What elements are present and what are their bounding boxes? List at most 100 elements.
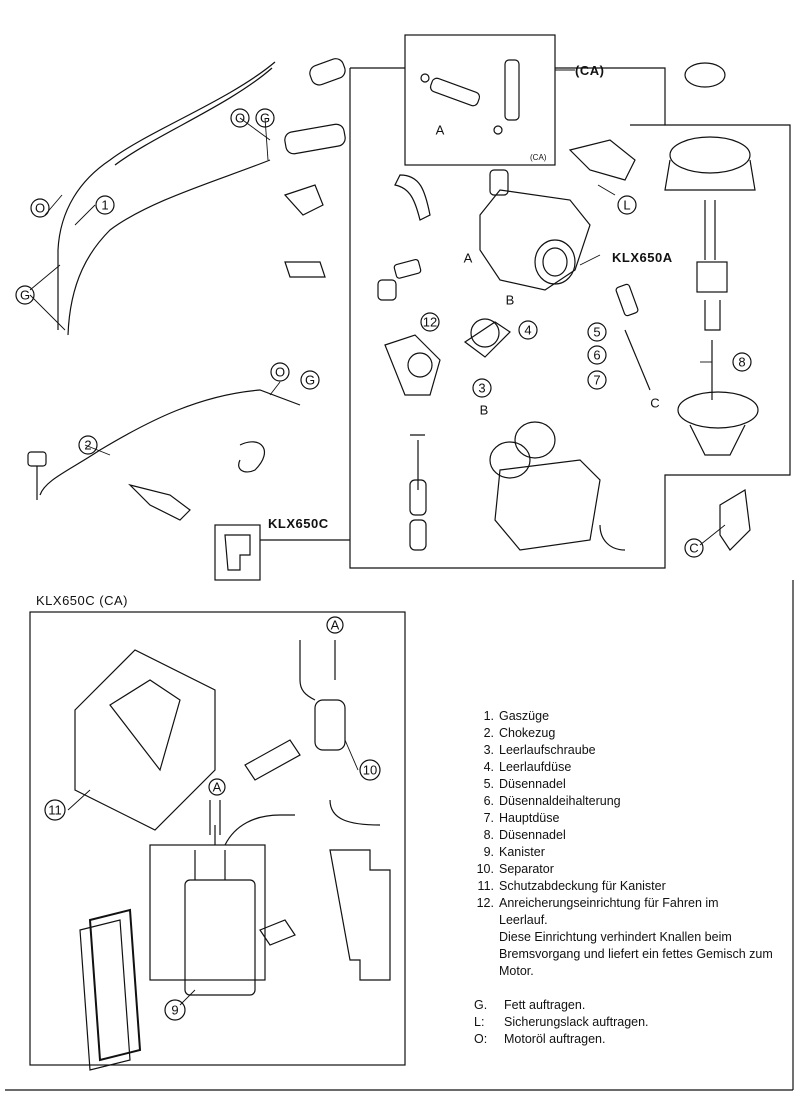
legend-key-letter: O: [474,1032,488,1046]
legend-text: Chokezug [499,726,556,740]
svg-text:A: A [213,780,222,795]
legend-num: 8. [483,828,494,842]
legend-text: Düsennadel [499,828,566,842]
callout-9: 9 [164,999,186,1021]
legend-key-letter: L: [474,1015,485,1029]
callout-12: 12 [420,312,440,332]
legend-num: 12. [476,896,494,910]
legend-key: G. Fett auftragen. [466,997,800,1014]
legend-text: Gaszüge [499,709,550,723]
svg-text:G: G [20,288,30,303]
legend-text: Kanister [499,845,545,859]
callout-G-2: G [255,108,275,128]
svg-text:2: 2 [84,438,91,453]
callout-O-2: O [230,108,250,128]
svg-text:G: G [260,111,270,126]
legend-item: 8. Düsennadel [466,827,800,844]
legend-key-letter: G. [474,998,488,1012]
leader-lines [29,69,726,1006]
legend-num: 10. [476,862,494,876]
callout-O-3: O [270,362,290,382]
legend-num: 3. [483,743,494,757]
callout-5: 5 [587,322,607,342]
svg-text:3: 3 [478,381,485,396]
letter-B: B [506,293,515,308]
svg-text:10: 10 [363,763,377,778]
vacuum-chamber [664,62,759,551]
letter-A-2: A [464,251,473,266]
legend-text: Diese Einrichtung verhindert Knallen bei… [499,930,773,978]
callout-11: 11 [44,799,66,821]
throttle-cables [57,61,276,336]
legend-num: 9. [483,845,494,859]
ca-inset-label: (CA) [575,63,604,78]
legend-text: Separator [499,862,554,876]
throttle-grip [128,58,346,521]
legend-item: 6. Düsennaldeihalterung [466,793,800,810]
svg-text:8: 8 [738,355,745,370]
callout-10: 10 [359,759,381,781]
callout-C: C [684,538,704,558]
choke-cable [27,389,301,500]
callout-O-1: O [30,198,50,218]
svg-text:7: 7 [593,373,600,388]
svg-text:4: 4 [524,323,531,338]
callout-G-3: G [300,370,320,390]
canister-system [74,640,391,1071]
svg-text:9: 9 [171,1003,178,1018]
legend-text: Anreicherungseinrichtung für Fahren im L… [499,896,719,927]
legend-item: 5. Düsennadel [466,776,800,793]
legend-num: 6. [483,794,494,808]
legend-num: 4. [483,760,494,774]
svg-text:6: 6 [593,348,600,363]
legend-num: 5. [483,777,494,791]
callout-7: 7 [587,370,607,390]
svg-text:1: 1 [101,198,108,213]
frame-lines [5,34,794,1091]
letter-C: C [650,396,659,411]
klx650c-ca-section-title: KLX650C (CA) [36,593,128,608]
callout-G-1: G [15,285,35,305]
legend-item: 11.Schutzabdeckung für Kanister [466,878,800,895]
letter-B-2: B [480,403,489,418]
svg-text:O: O [235,111,245,126]
callout-8: 8 [732,352,752,372]
callout-A-2: A [208,778,226,796]
legend-text: Schutzabdeckung für Kanister [499,879,666,893]
callout-1-top: 1 [95,195,115,215]
svg-text:C: C [689,541,698,556]
svg-text:G: G [305,373,315,388]
svg-text:L: L [623,198,630,213]
klx650c-label: KLX650C [268,516,329,531]
callout-L: L [617,195,637,215]
legend-item: 10. Separator [466,861,800,878]
callout-2: 2 [78,435,98,455]
callout-A: A [326,616,344,634]
legend-item: 9. Kanister [466,844,800,861]
legend-key-text: Sicherungslack auftragen. [504,1015,649,1029]
legend-text: Hauptdüse [499,811,560,825]
legend-item: 7. Hauptdüse [466,810,800,827]
legend-num [466,929,499,980]
klx650c-bracket [224,534,251,571]
callout-3: 3 [472,378,492,398]
callout-4: 4 [518,320,538,340]
svg-text:5: 5 [593,325,600,340]
legend-item: 3. Leerlaufschraube [466,742,800,759]
letter-A: A [436,123,445,138]
legend-key: O: Motoröl auftragen. [466,1031,800,1048]
legend-num: 2. [483,726,494,740]
klx650a-label: KLX650A [612,250,673,265]
legend-num: 7. [483,811,494,825]
legend-text: Düsennaldeihalterung [499,794,621,808]
legend-item: 12. Anreicherungseinrichtung für Fahren i… [466,895,800,929]
legend-key-text: Fett auftragen. [504,998,586,1012]
svg-text:O: O [35,201,45,216]
legend-text: Leerlaufschraube [499,743,596,757]
legend-text: Düsennadel [499,777,566,791]
legend-key-text: Motoröl auftragen. [504,1032,606,1046]
legend-item: 1.Gaszüge [466,708,800,725]
ca-inset-small-label: (CA) [530,153,547,162]
ca-inset-parts [420,59,520,135]
